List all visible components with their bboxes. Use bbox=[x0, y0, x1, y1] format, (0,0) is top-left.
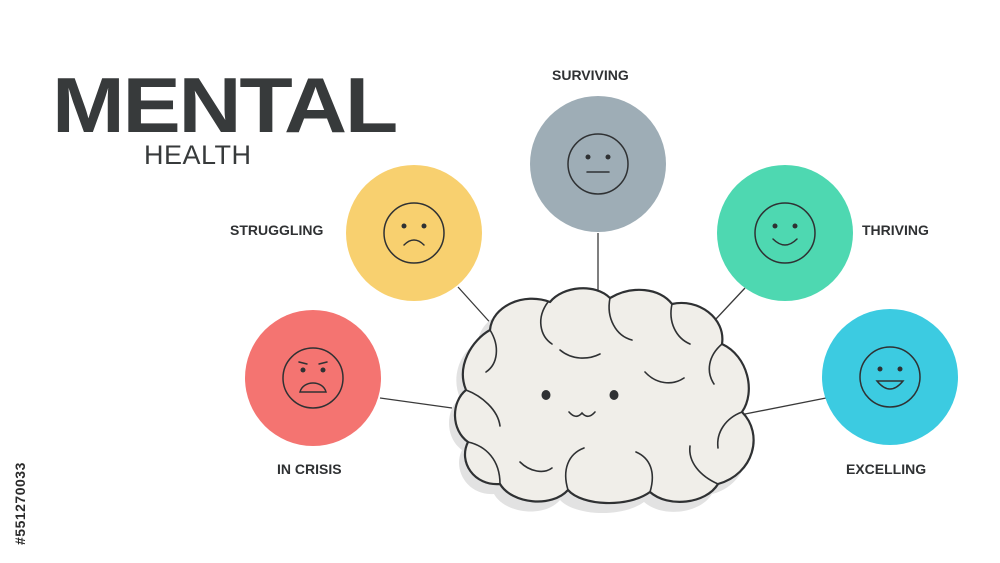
brain-eye-right bbox=[609, 390, 619, 400]
state-circle-thriving bbox=[717, 165, 853, 301]
brain-mouth bbox=[568, 411, 596, 418]
page-subtitle: HEALTH bbox=[144, 140, 252, 170]
state-circle-excelling bbox=[822, 309, 958, 445]
brain-outline bbox=[453, 287, 755, 505]
happy-face-icon bbox=[859, 346, 921, 408]
state-circle-bg bbox=[822, 309, 958, 445]
state-circle-in-crisis bbox=[245, 310, 381, 446]
state-circle-bg bbox=[245, 310, 381, 446]
connector-excelling bbox=[739, 397, 827, 416]
brain-face bbox=[541, 390, 619, 418]
state-circle-struggling bbox=[346, 165, 482, 301]
brain-eye-left bbox=[541, 390, 551, 400]
neutral-face-icon bbox=[567, 133, 629, 195]
state-circle-bg bbox=[530, 96, 666, 232]
stock-id-text: #551270033 bbox=[12, 462, 28, 545]
smile-face-icon bbox=[754, 202, 816, 264]
label-in-crisis: IN CRISIS bbox=[277, 461, 342, 477]
connector-in-crisis bbox=[379, 397, 453, 409]
state-circle-bg bbox=[346, 165, 482, 301]
state-circle-bg bbox=[717, 165, 853, 301]
label-struggling: STRUGGLING bbox=[230, 222, 324, 238]
page-title: MENTAL bbox=[52, 61, 398, 149]
sad-face-icon bbox=[383, 202, 445, 264]
state-circle-surviving bbox=[530, 96, 666, 232]
label-excelling: EXCELLING bbox=[846, 461, 927, 477]
connector-struggling bbox=[457, 286, 496, 329]
crisis-face-icon bbox=[282, 347, 344, 409]
brain-folds bbox=[465, 297, 743, 493]
label-surviving: SURVIVING bbox=[552, 67, 629, 83]
label-thriving: THRIVING bbox=[862, 222, 929, 238]
brain-icon bbox=[448, 287, 755, 514]
